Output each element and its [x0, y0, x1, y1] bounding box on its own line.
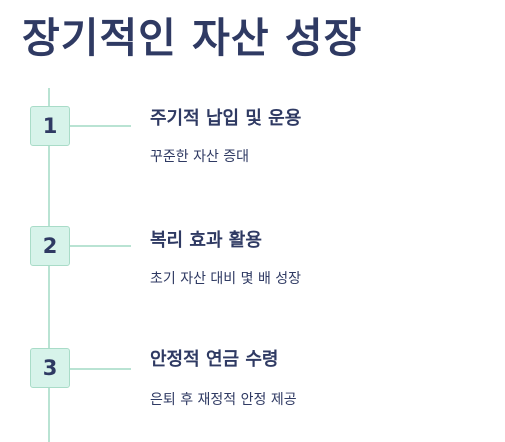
page-title: 장기적인 자산 성장 [22, 14, 363, 62]
step-connector [70, 368, 131, 370]
step-number-badge: 2 [30, 226, 70, 266]
step-description: 초기 자산 대비 몇 배 성장 [150, 271, 302, 287]
step-number-badge: 1 [30, 106, 70, 146]
step-title: 복리 효과 활용 [150, 230, 262, 251]
step-connector [70, 125, 131, 127]
step-description: 은퇴 후 재정적 안정 제공 [150, 392, 297, 408]
step-title: 주기적 납입 및 운용 [150, 108, 302, 129]
timeline-step: 2 복리 효과 활용 초기 자산 대비 몇 배 성장 [0, 216, 505, 296]
step-connector [70, 245, 131, 247]
timeline-step: 1 주기적 납입 및 운용 꾸준한 자산 증대 [0, 96, 505, 176]
step-description: 꾸준한 자산 증대 [150, 149, 250, 165]
step-title: 안정적 연금 수령 [150, 349, 279, 370]
step-number-badge: 3 [30, 348, 70, 388]
timeline-step: 3 안정적 연금 수령 은퇴 후 재정적 안정 제공 [0, 330, 505, 410]
